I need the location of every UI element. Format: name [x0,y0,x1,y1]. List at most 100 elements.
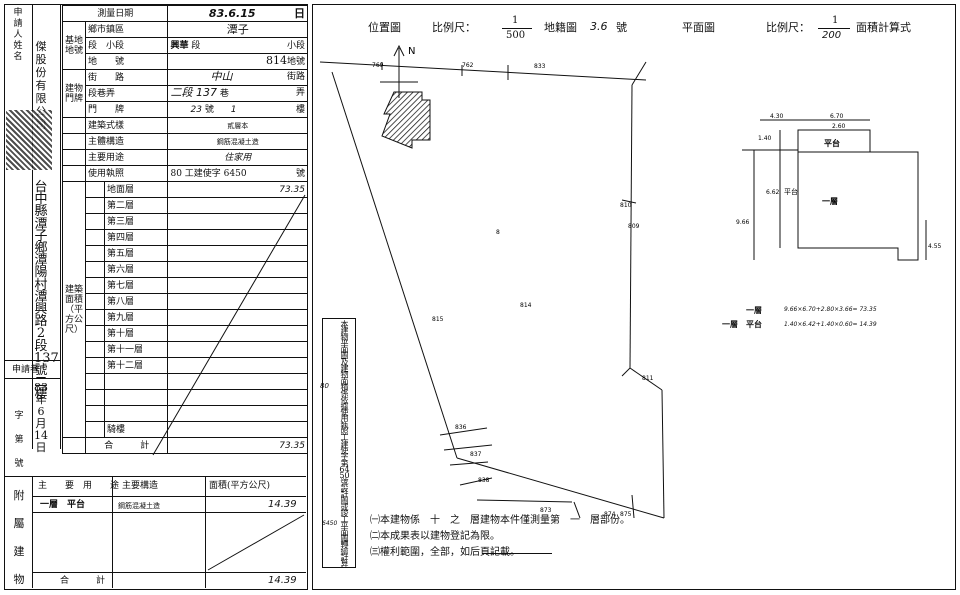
lot-value: 814 [265,54,287,67]
attached-row-line [32,572,306,573]
left-form [4,4,308,590]
parcel-number: 8 [496,229,500,236]
floor-plan: 4.30 6.70 2.60 1.40 6.62 9.66 4.55 平台 平台… [736,113,942,261]
calc-line-2-label: 一層 平台 [722,319,762,329]
strike-through [482,553,552,554]
scale-2-numerator: 1 [832,15,839,26]
parcel-number: 762 [462,62,474,69]
total-area: 73.35 [167,437,308,454]
attached-use-header: 主 要 用 途 [38,481,120,491]
section-row: 段 小段 興華 段 小段 [63,37,308,54]
calc-line-2-formula: 1.40×6.42+1.40×0.60= 14.39 [784,321,877,328]
scale-label-1: 比例尺： [432,21,476,34]
stamp-mark: 6450 [322,520,338,527]
floor-row: 第三層 [63,213,308,230]
parcel-number: 833 [534,63,546,70]
location-map-title: 位置圖 [368,21,401,34]
permit-suffix: 號 [295,168,305,179]
plan-dimension: 4.55 [928,243,942,250]
applicant-row-divider [4,360,60,361]
plan-dimension: 6.62 [766,189,780,196]
attached-use-value: 一層 平台 [40,500,86,510]
applicant-divider [4,378,60,379]
use-row: 主要用途 住家用 [62,149,308,166]
applicant-name-label: 申請人姓名 [13,8,23,62]
scale-1-bar [502,28,532,29]
attached-total-label: 合 計 [60,576,106,586]
attached-row-line [32,512,306,513]
district-row: 基地地號 鄉市鎮區 潭子 [62,21,308,70]
survey-date-value: 83.6.15 [208,6,256,20]
lane-suffix: 巷 [219,89,229,99]
attached-section [4,476,306,589]
attached-area-value: 14.39 [268,499,297,510]
floor-1-label: 一層 [822,196,838,206]
floor-label: 第八層 [103,293,169,310]
platform-label: 平台 [824,138,840,148]
attached-row-line [32,496,306,497]
parcel-number: 836 [455,424,467,431]
certification-stamp [322,318,356,568]
door-row: 門 牌 23 號 1 樓 [63,101,308,118]
street-label: 街 路 [84,69,169,86]
plan-dimension: 2.60 [832,123,846,130]
floor-row: 建築面積（平方公尺） 地面層 73.35 [62,181,308,438]
lot-suffix: 地號 [286,57,305,67]
note-1: ㈠本建物係 十 之 層建物本件僅測量第 一 層部份。 [370,515,630,526]
attached-col-line [112,476,113,588]
scale-label-2: 比例尺： [766,21,810,34]
stamp-mark: 80 [320,382,329,390]
total-row: 合 計 73.35 [62,437,308,454]
lane-row: 段巷弄 二段 137 巷弄 [63,85,308,102]
floor-plan-title: 平面圖 [682,21,715,34]
calc-line-1-label: 一層 [746,305,762,315]
door-label: 門 牌 [84,101,169,118]
door-plate-label: 建物門牌 [62,69,86,118]
parcel-lines [319,61,665,519]
attached-cancel-line [207,514,305,571]
site-label: 基地地號 [62,21,86,70]
parcel-number: 873 [540,507,552,514]
scale-1-numerator: 1 [512,15,519,26]
cadastral-map: N 769 762 833 8 814 815 809 810 81 [319,44,665,519]
parcel-number: 838 [478,477,490,484]
survey-table: 測量日期 83.6.15 日 基地地號 鄉市鎮區 潭子 段 小段 興華 段 小段… [61,5,308,454]
plan-dimension: 1.40 [758,135,772,142]
survey-date-row: 測量日期 83.6.15 日 [61,5,308,22]
plan-dimension: 6.70 [830,113,844,120]
floor-number: 1 [230,104,237,115]
day-unit: 日 [294,6,305,20]
lot-row: 地 號 814地號 [63,53,308,70]
alley-suffix: 弄 [295,88,305,98]
attached-col-line [32,476,33,588]
street-value: 中山 [210,70,233,83]
section-suffix: 段 [191,40,201,51]
parcel-number: 814 [520,302,532,309]
name-column [4,4,33,449]
scale-2-bar [818,28,850,29]
parcel-number: 837 [470,451,482,458]
doc-no-label: 字第號 [14,411,24,469]
attached-structure-header: 主要構造 [122,481,159,491]
lane-label: 段巷弄 [84,85,169,102]
permit-label: 使用執照 [84,165,169,182]
attached-area-header: 面積(平方公尺) [209,481,271,491]
structure-value: 鋼筋混凝土造 [167,133,308,150]
parcel-number: 874 [604,511,616,518]
floor-suffix: 樓 [295,104,305,115]
parcel-number: 811 [642,375,654,382]
note-2: ㈡本成果表以建物登記為限。 [370,531,500,542]
applicant-label: 申請者 [12,365,40,375]
date-stamp: 83年6月14日 [34,381,48,454]
section-value: 興華 [170,40,189,51]
floor-row: 第二層 [63,197,308,214]
attached-col-line [205,476,206,588]
north-arrow [380,44,418,98]
floor-row: 第八層 [63,293,308,310]
cadastral-number: 3.6 [590,20,608,33]
attached-total-value: 14.39 [268,575,297,586]
style-value: 貳層本 [167,117,308,134]
street-suffix: 街路 [286,72,305,82]
plan-dimension: 9.66 [736,219,750,226]
area-calc-title: 面積計算式 [856,21,911,34]
